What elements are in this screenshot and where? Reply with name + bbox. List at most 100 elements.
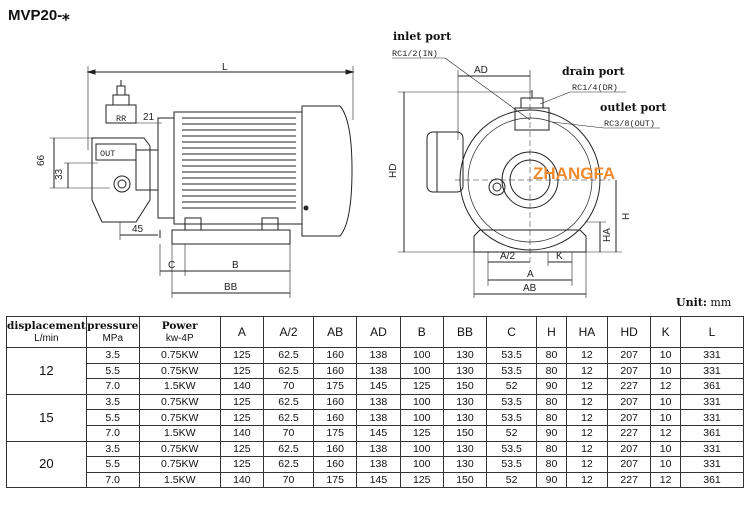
value-cell: 125 xyxy=(219,347,265,364)
pressure-cell: 5.5 xyxy=(85,456,140,473)
value-cell: 331 xyxy=(680,393,744,411)
displacement-cell: 20 xyxy=(6,440,87,489)
value-cell: 10 xyxy=(650,440,681,458)
value-cell: 125 xyxy=(399,471,444,489)
value-cell: 207 xyxy=(607,440,652,458)
value-cell: 138 xyxy=(356,362,401,380)
value-cell: 10 xyxy=(650,393,681,411)
dim-21: 21 xyxy=(143,112,155,123)
value-cell: 70 xyxy=(262,424,315,442)
value-cell: 12 xyxy=(650,378,681,395)
value-cell: 207 xyxy=(607,393,652,411)
pressure-cell: 7.0 xyxy=(85,424,140,442)
header-col: H xyxy=(536,316,567,348)
power-cell: 0.75KW xyxy=(138,440,221,458)
unit-note: Unit: mm xyxy=(676,296,731,309)
header-col: C xyxy=(486,316,538,348)
dim-B: B xyxy=(232,260,239,271)
dim-K: K xyxy=(556,251,563,262)
value-cell: 331 xyxy=(680,440,744,458)
header-col: L xyxy=(680,316,744,348)
dim-AB: AB xyxy=(523,283,537,294)
pressure-cell: 3.5 xyxy=(85,440,140,458)
unit-label: Unit: xyxy=(676,296,707,309)
value-cell: 130 xyxy=(442,347,488,364)
value-cell: 12 xyxy=(565,471,609,489)
power-cell: 1.5KW xyxy=(138,471,221,489)
mark-OUT: OUT xyxy=(100,149,115,159)
power-cell: 1.5KW xyxy=(138,378,221,395)
mark-RR: RR xyxy=(116,114,126,124)
value-cell: 12 xyxy=(650,424,681,442)
value-cell: 140 xyxy=(219,424,265,442)
value-cell: 12 xyxy=(565,424,609,442)
value-cell: 53.5 xyxy=(486,409,538,426)
dim-H: H xyxy=(621,213,632,220)
side-view xyxy=(50,66,355,298)
value-cell: 145 xyxy=(356,471,401,489)
power-cell: 1.5KW xyxy=(138,424,221,442)
value-cell: 138 xyxy=(356,409,401,426)
power-cell: 0.75KW xyxy=(138,409,221,426)
dim-A2: A/2 xyxy=(500,251,515,262)
power-cell: 0.75KW xyxy=(138,347,221,364)
value-cell: 207 xyxy=(607,409,652,426)
header-col: K xyxy=(650,316,681,348)
value-cell: 80 xyxy=(536,409,567,426)
value-cell: 130 xyxy=(442,409,488,426)
value-cell: 100 xyxy=(399,393,444,411)
header-col: HD xyxy=(607,316,652,348)
value-cell: 70 xyxy=(262,471,315,489)
unit-value: mm xyxy=(710,296,732,309)
value-cell: 53.5 xyxy=(486,347,538,364)
value-cell: 62.5 xyxy=(262,347,315,364)
displacement-cell: 12 xyxy=(6,347,87,395)
value-cell: 361 xyxy=(680,424,744,442)
value-cell: 12 xyxy=(565,393,609,411)
value-cell: 100 xyxy=(399,347,444,364)
inlet-port-spec: RC1/2(IN) xyxy=(392,49,438,59)
value-cell: 331 xyxy=(680,409,744,426)
header-col: AB xyxy=(313,316,358,348)
displacement-cell: 15 xyxy=(6,393,87,442)
dim-HD: HD xyxy=(388,164,399,178)
pressure-cell: 3.5 xyxy=(85,393,140,411)
value-cell: 52 xyxy=(486,378,538,395)
header-col: BB xyxy=(442,316,488,348)
power-cell: 0.75KW xyxy=(138,393,221,411)
value-cell: 130 xyxy=(442,440,488,458)
value-cell: 12 xyxy=(565,440,609,458)
value-cell: 207 xyxy=(607,456,652,473)
drain-port-spec: RC1/4(DR) xyxy=(572,83,618,93)
value-cell: 150 xyxy=(442,424,488,442)
value-cell: 12 xyxy=(565,456,609,473)
value-cell: 361 xyxy=(680,378,744,395)
value-cell: 53.5 xyxy=(486,393,538,411)
value-cell: 125 xyxy=(219,409,265,426)
value-cell: 125 xyxy=(399,424,444,442)
value-cell: 125 xyxy=(399,378,444,395)
dim-45: 45 xyxy=(132,224,144,235)
drain-port-label: drain port xyxy=(562,65,625,78)
header-col: B xyxy=(399,316,444,348)
pressure-cell: 3.5 xyxy=(85,347,140,364)
value-cell: 100 xyxy=(399,409,444,426)
inlet-port-label: inlet port xyxy=(393,30,452,43)
dim-L: L xyxy=(222,62,228,73)
dim-C: C xyxy=(168,260,175,271)
value-cell: 80 xyxy=(536,440,567,458)
value-cell: 175 xyxy=(313,424,358,442)
value-cell: 62.5 xyxy=(262,409,315,426)
watermark: ZHANGFA xyxy=(533,164,615,183)
value-cell: 160 xyxy=(313,456,358,473)
value-cell: 62.5 xyxy=(262,393,315,411)
